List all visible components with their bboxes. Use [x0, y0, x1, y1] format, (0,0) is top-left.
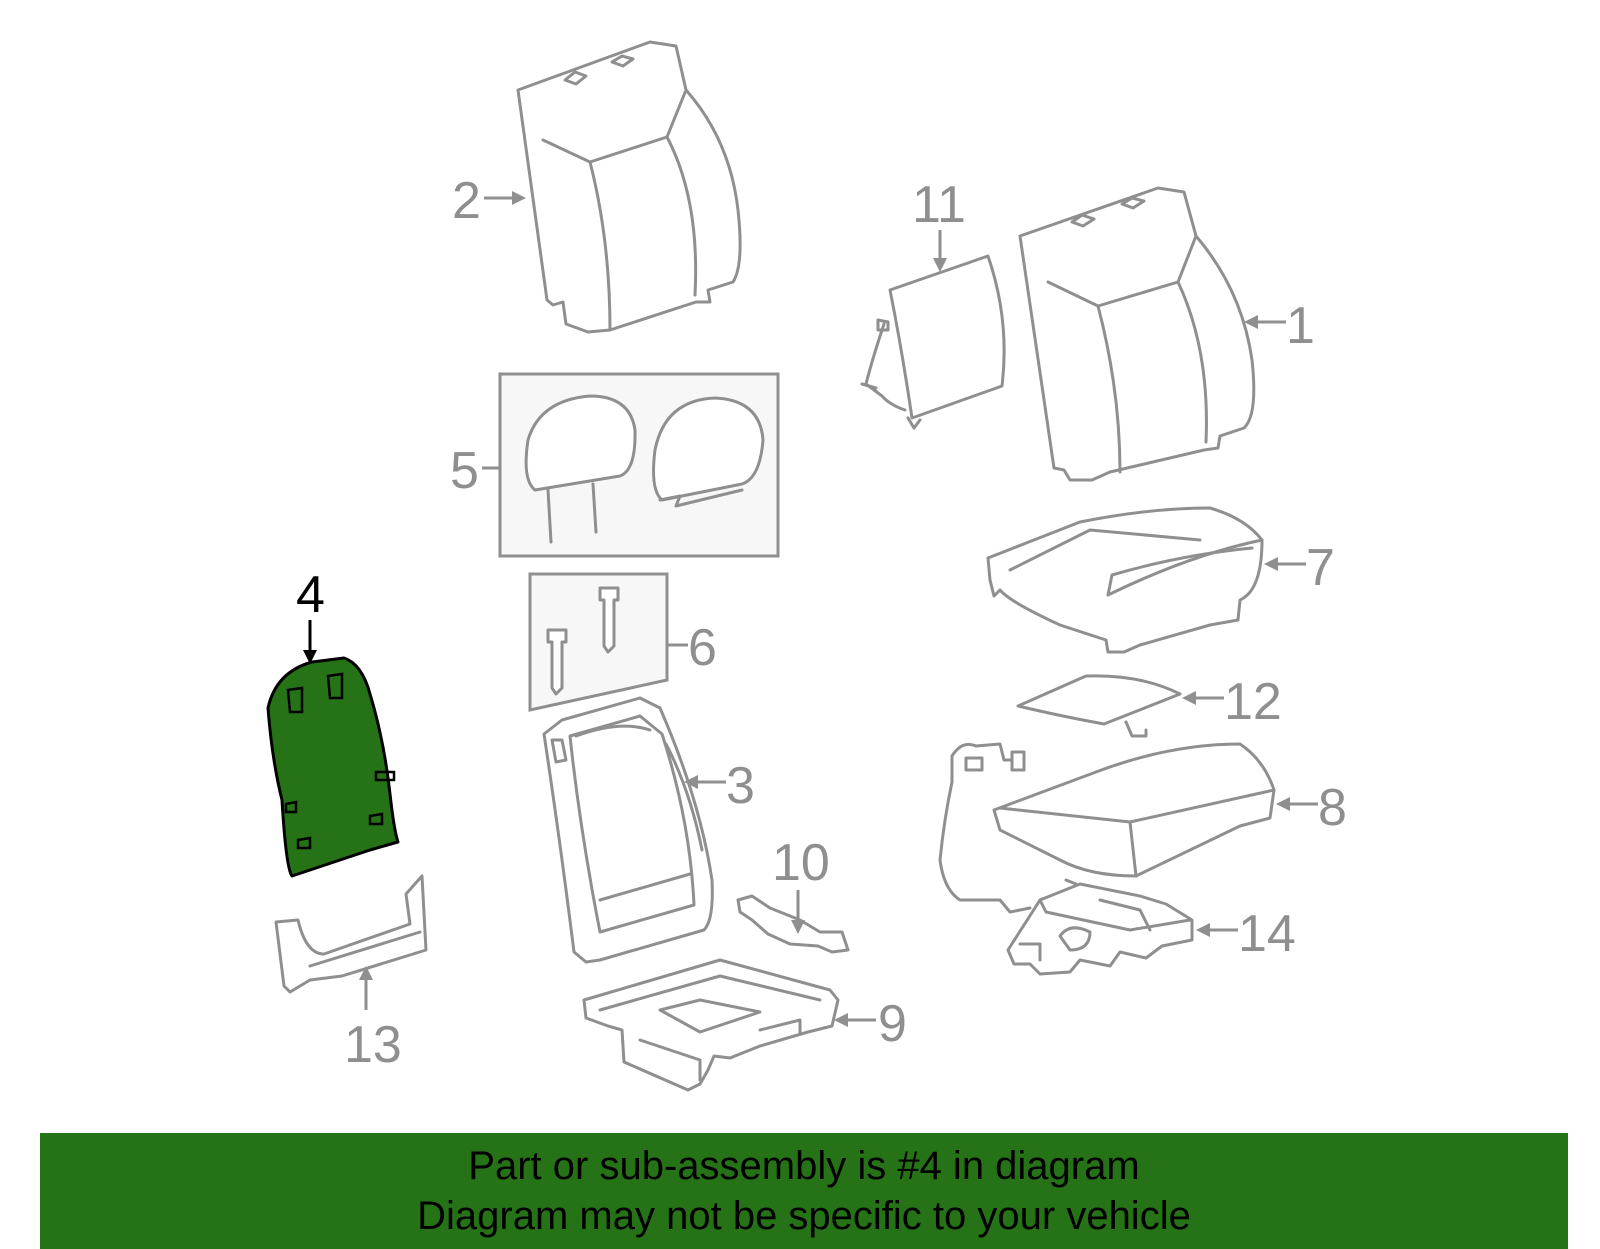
- banner-line-disclaimer: Diagram may not be specific to your vehi…: [417, 1194, 1191, 1238]
- svg-text:1: 1: [1286, 297, 1315, 355]
- seat-parts-diagram: 2 1 11 5: [266, 40, 1347, 1092]
- svg-text:9: 9: [878, 995, 907, 1053]
- svg-text:11: 11: [912, 176, 966, 234]
- callout-6: 6: [667, 619, 717, 677]
- part-13-trim-panel[interactable]: [274, 874, 428, 994]
- svg-text:13: 13: [344, 1016, 402, 1074]
- callout-8: 8: [1276, 779, 1347, 837]
- callout-3: 3: [684, 757, 755, 815]
- part-2-seat-back-cover[interactable]: [516, 40, 742, 334]
- part-12-sensor-mat[interactable]: [1016, 674, 1182, 738]
- part-1-seat-back-cover[interactable]: [1018, 186, 1256, 482]
- callout-4: 4: [296, 566, 325, 664]
- svg-text:7: 7: [1306, 539, 1335, 597]
- callout-2: 2: [452, 172, 526, 230]
- callout-12: 12: [1182, 673, 1282, 731]
- svg-text:12: 12: [1224, 673, 1282, 731]
- callout-9: 9: [834, 995, 907, 1053]
- banner-line-part: Part or sub-assembly is #4 in diagram: [468, 1144, 1140, 1188]
- part-11-heater-element[interactable]: [860, 254, 1006, 430]
- callout-10: 10: [772, 834, 830, 934]
- info-banner: Part or sub-assembly is #4 in diagram Di…: [40, 1133, 1568, 1249]
- svg-text:4: 4: [296, 566, 325, 624]
- svg-text:5: 5: [450, 442, 479, 500]
- svg-text:2: 2: [452, 172, 481, 230]
- part-4-back-panel-highlighted[interactable]: [266, 656, 400, 878]
- part-9-seat-track[interactable]: [582, 958, 840, 1092]
- svg-text:3: 3: [726, 757, 755, 815]
- svg-text:8: 8: [1318, 779, 1347, 837]
- part-14-seat-adjuster[interactable]: [1006, 878, 1194, 976]
- callout-13: 13: [344, 966, 402, 1074]
- callout-7: 7: [1264, 539, 1335, 597]
- callout-11: 11: [912, 176, 966, 272]
- svg-text:14: 14: [1238, 905, 1296, 963]
- svg-text:6: 6: [688, 619, 717, 677]
- part-7-seat-cushion-cover[interactable]: [986, 506, 1264, 654]
- part-8-seat-cushion-pad[interactable]: [938, 742, 1276, 914]
- part-3-seat-back-frame[interactable]: [542, 696, 714, 964]
- callout-14: 14: [1196, 905, 1296, 963]
- part-6-headrest-guides[interactable]: [528, 572, 669, 712]
- callout-5: 5: [450, 442, 500, 500]
- part-5-headrests[interactable]: [498, 372, 780, 558]
- callout-1: 1: [1244, 297, 1315, 355]
- svg-text:10: 10: [772, 834, 830, 892]
